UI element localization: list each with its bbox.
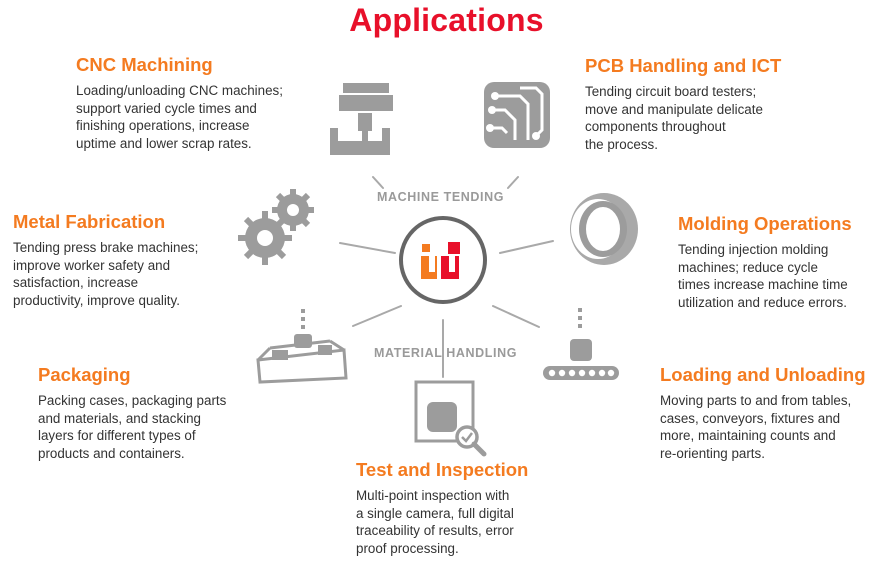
packaging-heading: Packaging xyxy=(38,364,131,385)
cnc-machining-block: CNC Machining Loading/unloading CNC mach… xyxy=(76,54,283,152)
molding-operations-heading: Molding Operations xyxy=(678,213,852,234)
packaging-block: Packaging Packing cases, packaging parts… xyxy=(38,364,226,462)
logo-dot-orange xyxy=(422,244,430,252)
spoke-packaging xyxy=(352,305,402,327)
loading-unloading-heading: Loading and Unloading xyxy=(660,364,866,385)
molding-operations-text: Tending injection molding machines; redu… xyxy=(678,242,848,310)
cnc-machine-icon xyxy=(330,83,393,155)
ring-icon xyxy=(570,193,638,265)
spoke-cnc xyxy=(372,176,384,189)
pcb-handling-block: PCB Handling and ICT Tending circuit boa… xyxy=(585,55,781,153)
loading-unloading-block: Loading and Unloading Moving parts to an… xyxy=(660,364,866,462)
test-inspection-block: Test and Inspection Multi-point inspecti… xyxy=(356,459,528,557)
circuit-board-icon xyxy=(484,82,550,148)
cnc-machining-text: Loading/unloading CNC machines; support … xyxy=(76,83,283,151)
gears-icon xyxy=(238,189,314,265)
test-inspection-heading: Test and Inspection xyxy=(356,459,529,480)
box-icon xyxy=(256,309,348,384)
machine-tending-label: MACHINE TENDING xyxy=(377,190,505,204)
metal-fabrication-block: Metal Fabrication Tending press brake ma… xyxy=(13,211,198,309)
loading-unloading-text: Moving parts to and from tables, cases, … xyxy=(660,393,852,461)
spoke-lines xyxy=(339,176,554,378)
metal-fabrication-heading: Metal Fabrication xyxy=(13,211,166,232)
spoke-metal xyxy=(339,242,396,254)
spoke-molding xyxy=(499,240,554,254)
cnc-machining-heading: CNC Machining xyxy=(76,54,213,75)
center-logo xyxy=(399,216,487,304)
pcb-handling-heading: PCB Handling and ICT xyxy=(585,55,782,76)
packaging-text: Packing cases, packaging parts and mater… xyxy=(38,393,227,461)
page-title: Applications xyxy=(349,2,544,38)
pcb-handling-text: Tending circuit board testers; move and … xyxy=(585,84,763,152)
molding-operations-block: Molding Operations Tending injection mol… xyxy=(678,213,852,311)
metal-fabrication-text: Tending press brake machines; improve wo… xyxy=(13,240,199,308)
logo-dot-red xyxy=(448,242,460,254)
spoke-loading xyxy=(492,305,540,328)
test-inspection-text: Multi-point inspection with a single cam… xyxy=(356,488,514,556)
conveyor-icon xyxy=(543,308,619,380)
magnifier-icon xyxy=(414,380,487,457)
material-handling-label: MATERIAL HANDLING xyxy=(374,346,518,360)
spoke-pcb xyxy=(507,176,519,189)
